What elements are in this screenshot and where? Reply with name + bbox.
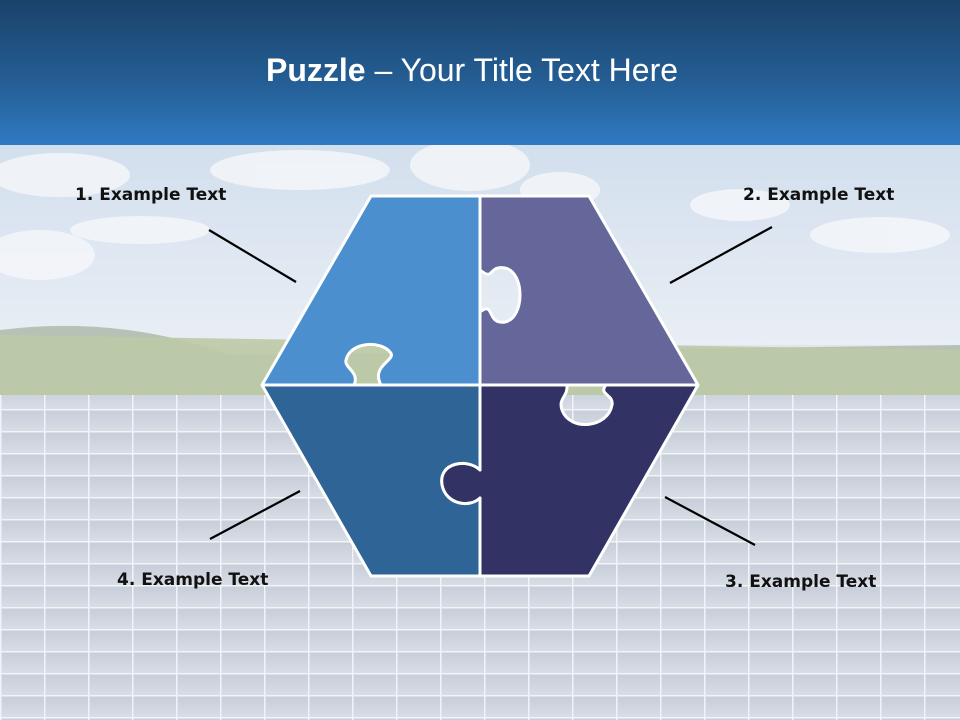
piece-1-label: 1. Example Text bbox=[75, 185, 227, 205]
puzzle-piece-2 bbox=[478, 194, 700, 387]
piece-4-label: 4. Example Text bbox=[117, 570, 269, 590]
piece-3-label: 3. Example Text bbox=[725, 572, 877, 592]
connector-line-1 bbox=[208, 229, 297, 283]
piece-2-label: 2. Example Text bbox=[743, 185, 895, 205]
puzzle-piece-1 bbox=[260, 194, 482, 387]
connector-line-3 bbox=[664, 496, 756, 546]
puzzle-piece-4 bbox=[260, 383, 482, 578]
connector-line-4 bbox=[209, 490, 301, 540]
title-rest-part: – Your Title Text Here bbox=[365, 52, 679, 88]
title-bold-part: Puzzle bbox=[265, 52, 366, 88]
slide-title: Puzzle – Your Title Text Here bbox=[0, 50, 944, 90]
connector-line-2 bbox=[669, 226, 773, 284]
title-bar: Puzzle – Your Title Text Here bbox=[0, 0, 960, 145]
